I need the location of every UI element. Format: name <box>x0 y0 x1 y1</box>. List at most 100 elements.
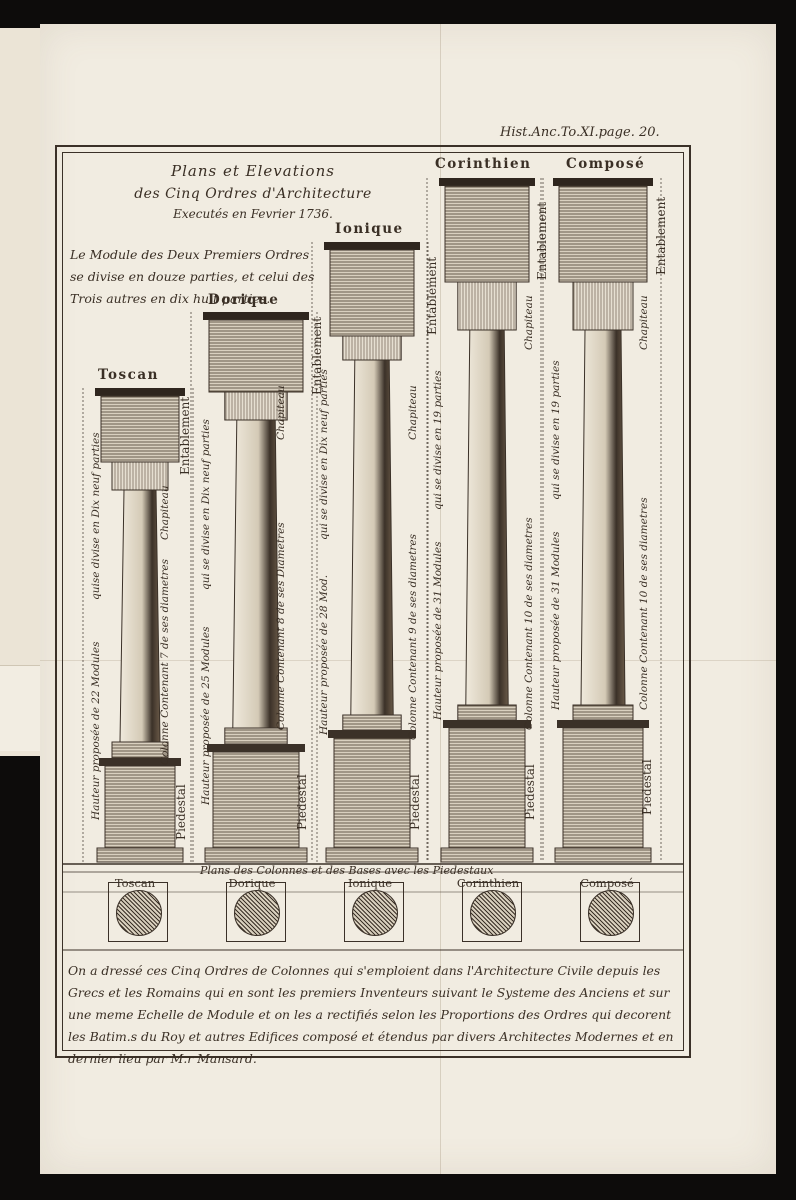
horizontal-fold-line <box>40 660 776 661</box>
plan-circle-corinthien <box>470 890 516 936</box>
ionique-pedestal-plinth <box>325 847 419 863</box>
toscan-capital <box>111 461 169 491</box>
toscan-piedestal-label: Piedestal <box>174 784 188 840</box>
compose-piedestal-label: Piedestal <box>640 759 654 815</box>
dorique-pedestal-cap <box>207 744 305 752</box>
compose-shaft <box>580 329 626 706</box>
plan-name-corinthien: Corinthien <box>456 876 520 890</box>
corinthien-colonne-note: Colonne Contenant 10 de ses diametres <box>523 517 535 730</box>
plan-box-compose <box>580 882 640 942</box>
corinthien-base <box>457 704 517 721</box>
plan-box-ionique <box>344 882 404 942</box>
dorique-piedestal-label: Piedestal <box>295 774 309 830</box>
plan-circle-ionique <box>352 890 398 936</box>
toscan-division-note: quise divise en Dix neuf parties <box>90 432 102 600</box>
plan-name-toscan: Toscan <box>114 876 156 890</box>
dorique-division-note: qui se divise en Dix neuf parties <box>200 419 212 590</box>
toscan-entablement <box>100 395 180 463</box>
ionique-cornice <box>324 242 420 250</box>
corinthien-pedestal-cap <box>443 720 531 728</box>
ionique-shaft <box>350 359 394 716</box>
plan-name-dorique: Dorique <box>228 876 276 890</box>
toscan-chapiteau: Chapiteau <box>159 485 171 540</box>
compose-chapiteau: Chapiteau <box>638 295 650 350</box>
plan-box-toscan <box>108 882 168 942</box>
ionique-capital <box>342 335 402 361</box>
compose-cornice <box>553 178 653 186</box>
plans-caption: Plans des Colonnes et des Bases avec les… <box>200 864 494 877</box>
ionique-height-note: Hauteur proposée de 28 Mod. <box>318 574 330 735</box>
order-name-dorique: Dorique <box>208 292 280 308</box>
ionique-pedestal-die <box>333 737 411 849</box>
ionique-piedestal-label: Piedestal <box>408 774 422 830</box>
compose-base <box>572 704 634 721</box>
corinthien-entablement <box>444 185 530 283</box>
toscan-colonne-note: Colonne Contenant 7 de ses diametres <box>159 559 171 765</box>
corinthien-pedestal-plinth <box>440 847 534 863</box>
plate-frame-outer <box>55 145 691 1058</box>
order-name-ionique: Ionique <box>335 221 404 237</box>
module-note: Le Module des Deux Premiers Ordres se di… <box>70 247 315 306</box>
ionique-entablement <box>329 249 415 337</box>
bottom-note: On a dressé ces Cinq Ordres de Colonnes … <box>68 963 674 1066</box>
compose-entablement <box>558 185 648 283</box>
ionique-division-note: qui se divise en Dix neuf parties <box>318 369 330 540</box>
ionique-base <box>342 714 402 731</box>
dorique-entablement <box>208 319 304 393</box>
plan-circle-dorique <box>234 890 280 936</box>
toscan-pedestal-cap <box>99 758 181 766</box>
compose-pedestal-cap <box>557 720 649 728</box>
dorique-pedestal-die <box>212 751 300 849</box>
toscan-shaft <box>119 489 161 743</box>
plan-box-corinthien <box>462 882 522 942</box>
ionique-colonne-note: Colonne Contenant 9 de ses diametres <box>407 534 419 740</box>
plate-title: Plans et Elevations <box>171 162 335 180</box>
corinthien-piedestal-label: Piedestal <box>523 764 537 820</box>
plan-box-dorique <box>226 882 286 942</box>
toscan-pedestal-die <box>104 765 176 849</box>
dorique-base <box>224 727 288 745</box>
toscan-cornice <box>95 388 185 396</box>
corinthien-entablement-label: Entablement <box>535 201 549 280</box>
order-name-toscan: Toscan <box>98 367 159 383</box>
corinthien-chapiteau: Chapiteau <box>523 295 535 350</box>
dorique-height-note: Hauteur proposée de 25 Modules <box>200 626 212 805</box>
corinthien-cornice <box>439 178 535 186</box>
corinthien-shaft <box>465 329 509 706</box>
compose-pedestal-plinth <box>554 847 652 863</box>
plan-circle-toscan <box>116 890 162 936</box>
plan-name-ionique: Ionique <box>347 876 393 890</box>
compose-pedestal-die <box>562 727 644 849</box>
compose-height-note: Hauteur proposée de 31 Modules <box>550 531 562 710</box>
dorique-pedestal-plinth <box>204 847 308 863</box>
compose-colonne-note: Colonne Contenant 10 de ses diametres <box>638 497 650 710</box>
vertical-fold-line <box>440 24 441 1174</box>
corinthien-division-note: qui se divise en 19 parties <box>432 370 444 510</box>
plate-frame-inner <box>62 152 684 1051</box>
plate-date: Executés en Fevrier 1736. <box>173 207 333 221</box>
corinthien-capital <box>457 281 517 331</box>
dorique-chapiteau: Chapiteau <box>275 385 287 440</box>
engraved-plate-paper <box>40 24 776 1174</box>
order-name-compose: Composé <box>566 156 646 172</box>
toscan-height-note: Hauteur proposée de 22 Modules <box>90 641 102 820</box>
ionique-entablement-label: Entablement <box>425 256 439 335</box>
toscan-entablement-label: Entablement <box>178 396 192 475</box>
toscan-pedestal-plinth <box>96 847 184 863</box>
dorique-colonne-note: Colonne Contenant 8 de ses Diametres <box>275 522 287 730</box>
compose-division-note: qui se divise en 19 parties <box>550 360 562 500</box>
dorique-shaft <box>232 419 280 729</box>
plan-name-compose: Composé <box>580 876 634 890</box>
ionique-chapiteau: Chapiteau <box>407 385 419 440</box>
page-reference: Hist.Anc.To.XI.page. 20. <box>500 125 660 140</box>
dorique-cornice <box>203 312 309 320</box>
corinthien-height-note: Hauteur proposée de 31 Modules <box>432 541 444 720</box>
compose-entablement-label: Entablement <box>654 196 668 275</box>
order-name-corinthien: Corinthien <box>435 156 532 172</box>
plan-circle-compose <box>588 890 634 936</box>
plate-subtitle: des Cinq Ordres d'Architecture <box>134 186 372 202</box>
corinthien-pedestal-die <box>448 727 526 849</box>
ionique-pedestal-cap <box>328 730 416 738</box>
compose-capital <box>572 281 634 331</box>
